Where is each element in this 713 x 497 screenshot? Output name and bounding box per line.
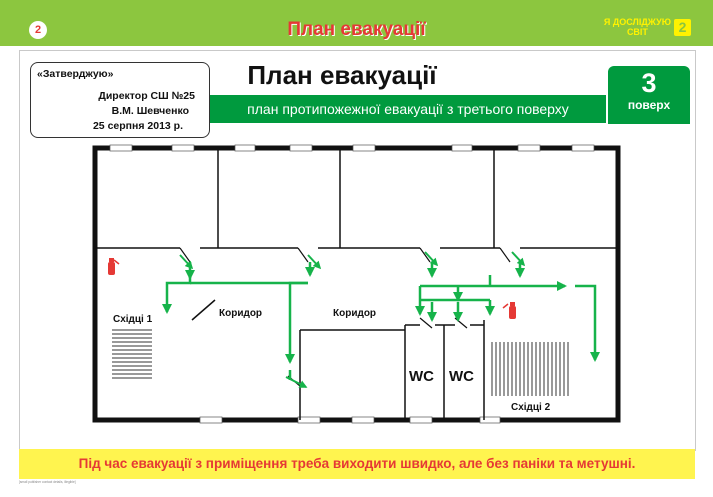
wc1-label: WC — [409, 368, 434, 385]
approval-line1: «Затверджую» — [37, 68, 114, 80]
fire-extinguisher-icon — [502, 302, 516, 319]
brand-text: Я ДОСЛІДЖУЮ СВІТ — [604, 17, 671, 37]
evacuation-routes — [162, 262, 600, 380]
floor-badge: 3 поверх — [608, 66, 690, 124]
approval-line3: В.М. Шевченко — [111, 105, 189, 117]
brand-logo: Я ДОСЛІДЖУЮ СВІТ 2 — [604, 17, 691, 37]
brand-text-line1: Я ДОСЛІДЖУЮ — [603, 17, 671, 27]
brand-badge: 2 — [674, 18, 691, 36]
fire-extinguisher-icon — [108, 258, 120, 275]
top-bar — [0, 0, 713, 46]
stairs2-label: Східці 2 — [511, 402, 551, 413]
publisher-footer: [small publisher contact details, illegi… — [19, 480, 76, 484]
windows — [109, 144, 595, 424]
page-title: План евакуації — [287, 19, 426, 40]
floor-label: поверх — [627, 98, 671, 112]
corridor1-label: Коридор — [219, 308, 263, 319]
interior-walls — [95, 150, 618, 420]
plan-subtitle: план протипожежної евакуації з третього … — [210, 95, 606, 123]
wc2-label: WC — [449, 368, 474, 385]
approval-line2: Директор СШ №25 — [98, 90, 195, 102]
approval-stamp: «Затверджую» Директор СШ №25 В.М. Шевчен… — [30, 62, 210, 138]
brand-text-line2: СВІТ — [626, 27, 648, 37]
stairs-1 — [112, 329, 152, 379]
approval-line4: 25 серпня 2013 р. — [92, 120, 183, 132]
plan-title: План евакуації — [247, 60, 437, 90]
page-number-badge: 2 — [29, 21, 47, 39]
stairs1-label: Східці 1 — [113, 314, 153, 325]
stairs-2 — [491, 342, 569, 396]
corridor2-label: Коридор — [333, 308, 377, 319]
safety-banner: Під час евакуації з приміщення треба вих… — [19, 449, 695, 479]
door-exit-arrows — [179, 251, 526, 388]
floor-number: 3 — [641, 68, 657, 98]
